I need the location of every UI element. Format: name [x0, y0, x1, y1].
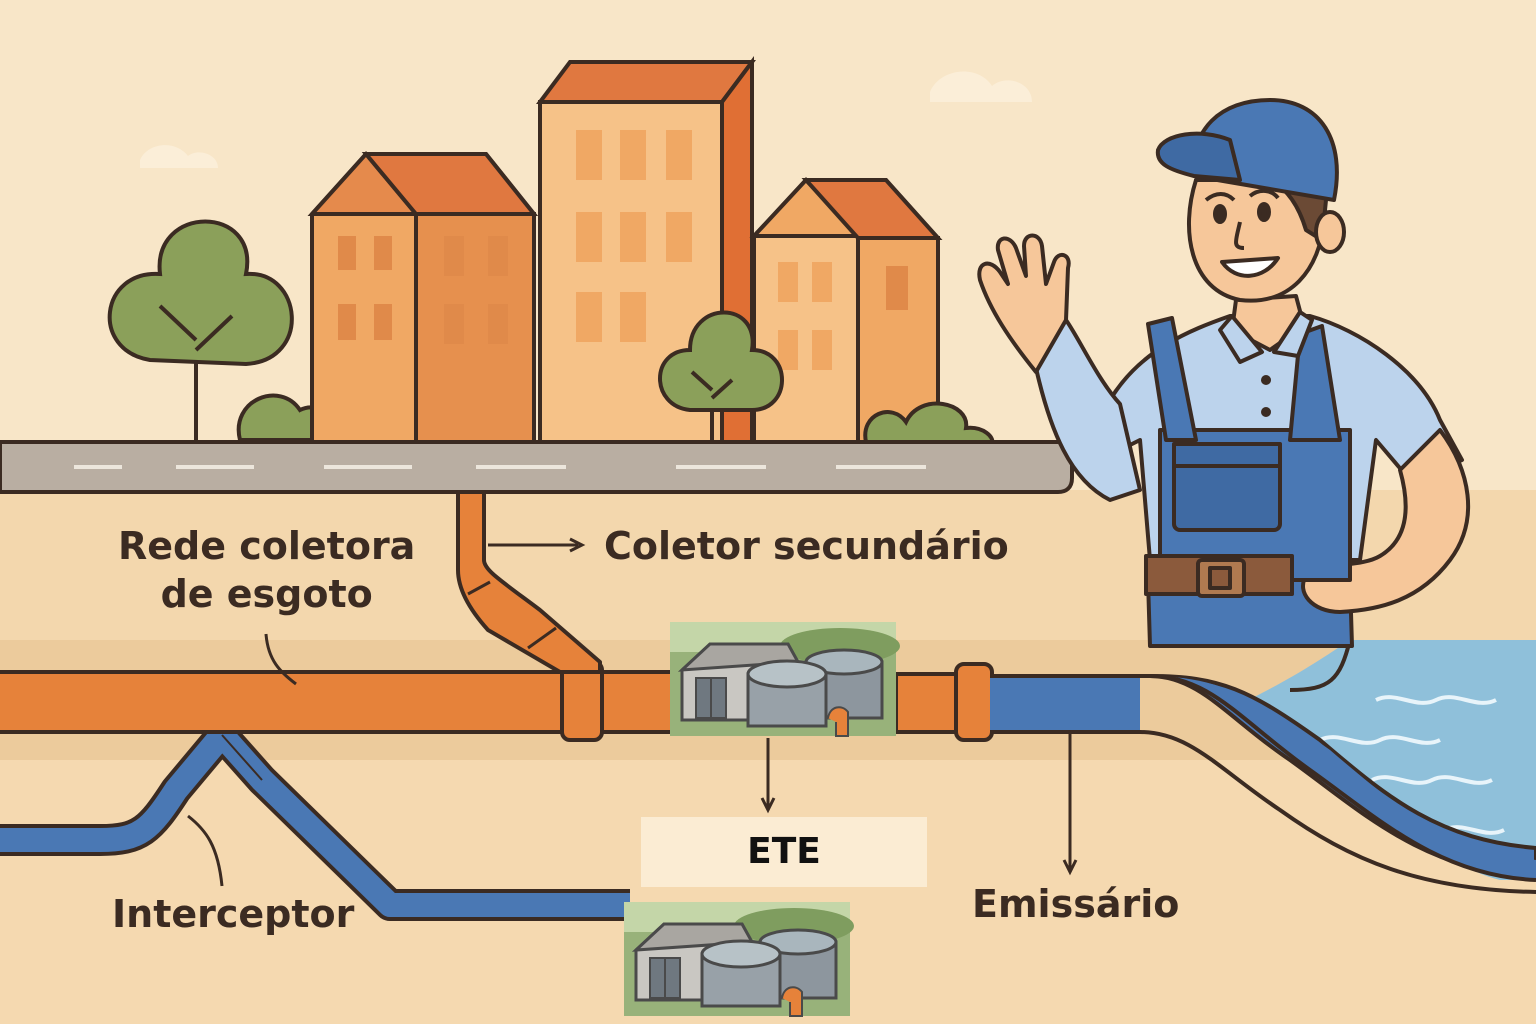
label-rede-coletora-line1: Rede coletora	[118, 524, 416, 568]
street	[0, 440, 1074, 494]
label-emissario: Emissário	[972, 882, 1180, 926]
tree-left	[107, 219, 339, 442]
treatment-plant-icon-lower	[622, 900, 856, 1018]
leader-lines	[187, 537, 1078, 887]
label-ete: ETE	[747, 831, 821, 872]
collector-pipe	[0, 660, 994, 742]
label-rede-coletora: Rede coletora de esgoto	[118, 522, 415, 618]
sewer-worker	[977, 98, 1471, 648]
label-coletor-secundario: Coletor secundário	[604, 524, 1009, 568]
city-buildings	[307, 56, 943, 444]
treatment-plant-icon	[668, 620, 902, 738]
interceptor-pipe	[0, 719, 630, 921]
tree-center	[658, 310, 995, 444]
label-rede-coletora-line2: de esgoto	[160, 572, 373, 616]
secondary-collector-pipe	[456, 490, 602, 674]
ete-label-box	[641, 817, 927, 887]
label-interceptor: Interceptor	[112, 892, 355, 936]
outfall-pipe	[990, 674, 1536, 894]
